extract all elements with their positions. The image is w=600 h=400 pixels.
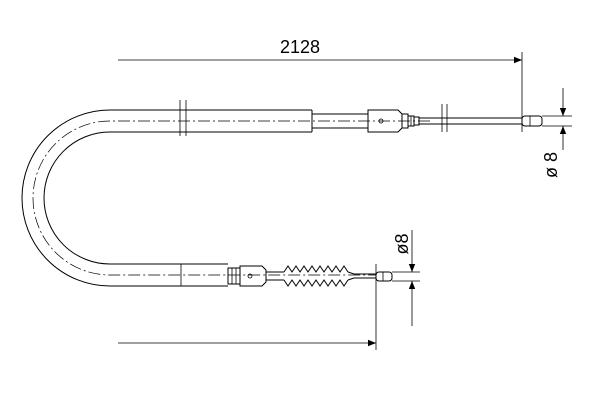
upper-end-fitting [311,109,420,133]
lower-end-fitting [227,265,284,287]
upper-diameter-label: ø 8 [541,152,561,178]
lower-diameter-dimension: ø8 [392,230,420,326]
upper-diameter-dimension: ø 8 [541,88,572,178]
lower-diameter-label: ø8 [392,233,412,254]
cable-sheath [21,100,430,287]
bellows-boot [283,265,355,287]
lower-inner-wire [354,271,393,282]
length-label: 2128 [280,37,320,57]
upper-inner-wire [419,104,543,132]
length-dimension: 2128 [118,37,523,350]
